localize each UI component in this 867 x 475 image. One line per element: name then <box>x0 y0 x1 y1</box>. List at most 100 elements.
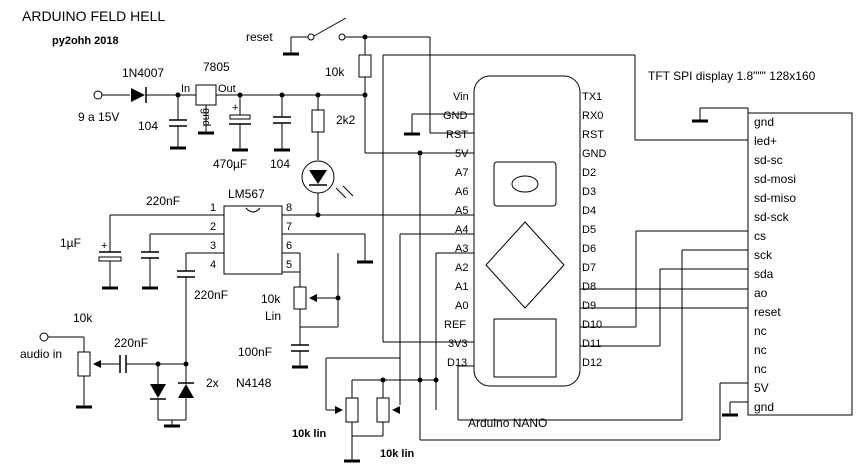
tft-pin-nc-3: nc <box>754 362 767 376</box>
regulator-out-label: Out <box>218 83 236 95</box>
lm567-pin-4: 4 <box>210 259 216 271</box>
nano-usb-connector <box>493 318 557 378</box>
potentiometer-10k-b <box>376 397 390 423</box>
lm567-pin-8: 8 <box>286 202 292 214</box>
supply-terminal <box>93 90 103 100</box>
resistor-10k-label: 10k <box>325 65 345 79</box>
audio-input-pot <box>77 351 91 377</box>
cap-104-input-label: 104 <box>138 119 158 133</box>
lm567-pin-1: 1 <box>210 202 216 214</box>
audio-10k-label: 10k <box>73 311 93 325</box>
diode-n4148-a <box>150 384 166 398</box>
lm567-pin-7: 7 <box>286 221 292 233</box>
nano-pin-a2: A2 <box>455 262 468 274</box>
nano-mcu <box>485 221 565 309</box>
nano-pin-d11: D11 <box>582 338 601 350</box>
nano-pin-rst-right: RST <box>582 129 604 141</box>
lm567-pin-6: 6 <box>286 240 292 252</box>
arduino-nano-label: Arduino NANO <box>468 416 547 430</box>
pot-lin-label: Lin <box>265 309 281 323</box>
tft-pin-5v: 5V <box>754 381 769 395</box>
audio-cap-label: 220nF <box>114 336 148 350</box>
tft-pin-nc-2: nc <box>754 343 767 357</box>
pot-a-label: 10k lin <box>292 428 327 440</box>
nano-pin-d4: D4 <box>582 205 596 217</box>
nano-pin-tx1: TX1 <box>582 91 602 103</box>
nano-pin-d9: D9 <box>582 300 596 312</box>
reset-section: reset 10k <box>246 17 474 154</box>
speed-pots-section: 10k lin 10k lin <box>292 357 439 463</box>
cap-1uf-label: 1µF <box>60 236 81 250</box>
nano-pin-rx0: RX0 <box>582 110 603 122</box>
cap-470uf-label: 470µF <box>213 157 247 171</box>
tft-title-label: TFT SPI display 1.8""" 128x160 <box>648 69 816 83</box>
diode-1n4007-label: 1N4007 <box>122 66 164 80</box>
lm567-ic-body <box>223 205 283 275</box>
lm567-pin-5: 5 <box>286 259 292 271</box>
lm567-pin-3: 3 <box>210 240 216 252</box>
tft-pin-gnd: gnd <box>754 115 774 129</box>
capacitor-470uf <box>229 114 251 120</box>
nano-pin-a7: A7 <box>455 167 468 179</box>
cap-100nf-label: 100nF <box>238 345 272 359</box>
tft-display-module <box>747 112 853 416</box>
tft-pin-reset: reset <box>754 305 781 319</box>
nano-pin-rst: RST <box>446 129 468 141</box>
lm567-section: LM567 1 2 3 4 8 7 6 5 220nF + 1µF 220nF <box>60 187 474 369</box>
nano-pin-vin: Vin <box>453 91 469 103</box>
reset-switch <box>307 33 315 41</box>
nano-pin-a0: A0 <box>455 300 468 312</box>
diodes-count-label: 2x <box>206 376 219 390</box>
power-supply-section: 1N4007 9 a 15V 104 7805 In Out gnd + 470… <box>78 60 365 218</box>
svg-text:+: + <box>101 240 107 252</box>
cap-220nf-mid-label: 220nF <box>194 288 228 302</box>
cap-104-output-label: 104 <box>270 157 290 171</box>
potentiometer-10k-tune <box>293 286 307 310</box>
audio-input-terminal <box>39 332 49 342</box>
nano-pin-d8: D8 <box>582 281 596 293</box>
tft-pin-sd-sck: sd-sck <box>754 210 790 224</box>
nano-pin-a5: A5 <box>455 205 468 217</box>
regulator-in-label: In <box>181 83 190 95</box>
nano-pin-a6: A6 <box>455 186 468 198</box>
nano-pin-3v3: 3V3 <box>448 338 468 350</box>
author-label: py2ohh 2018 <box>52 35 119 47</box>
audio-in-label: audio in <box>20 347 62 361</box>
pot-b-label: 10k lin <box>380 448 415 460</box>
nano-pin-gnd-right: GND <box>582 148 607 160</box>
nano-pin-d13: D13 <box>447 357 467 369</box>
tft-pin-sd-sc: sd-sc <box>754 153 783 167</box>
nano-pin-d5: D5 <box>582 224 596 236</box>
potentiometer-10k-a <box>345 397 359 423</box>
nano-pin-a1: A1 <box>455 281 468 293</box>
pot-10k-label: 10k <box>261 292 281 306</box>
tft-pin-sck: sck <box>754 248 773 262</box>
tft-display-section: TFT SPI display 1.8""" 128x160 gnd led+ … <box>648 69 853 417</box>
nano-pin-d2: D2 <box>582 167 596 179</box>
nano-pin-d10: D10 <box>582 319 602 331</box>
supply-voltage-label: 9 a 15V <box>78 110 119 124</box>
nano-pin-5v: 5V <box>455 148 469 160</box>
tft-pin-cs: cs <box>754 229 766 243</box>
resistor-10k-pullup <box>358 54 372 78</box>
nano-pin-d6: D6 <box>582 243 596 255</box>
tft-pin-sda: sda <box>754 267 774 281</box>
tft-pin-ao: ao <box>754 286 768 300</box>
audio-input-section: 10k audio in 220nF 2x N4148 <box>20 311 272 428</box>
lm567-pin-2: 2 <box>210 221 216 233</box>
cap-220nf-top-label: 220nF <box>146 194 180 208</box>
nano-right-pins: TX1 RX0 RST GND D2 D3 D4 D5 D6 D7 D8 D9 … <box>582 91 607 369</box>
nano-pin-d12: D12 <box>582 357 602 369</box>
lm567-label: LM567 <box>228 187 265 201</box>
diode-type-label: N4148 <box>236 376 272 390</box>
tft-pin-sd-miso: sd-miso <box>754 191 796 205</box>
nano-pin-gnd: GND <box>443 110 468 122</box>
tft-pin-nc-1: nc <box>754 324 767 338</box>
nano-left-pins: Vin GND RST 5V A7 A6 A5 A4 A3 A2 A1 A0 R… <box>443 91 469 369</box>
nano-pin-d7: D7 <box>582 262 596 274</box>
diode-n4148-b <box>178 384 194 398</box>
reset-label: reset <box>246 30 273 44</box>
tft-pin-gnd-2: gnd <box>754 400 774 414</box>
regulator-7805-body <box>195 84 217 106</box>
